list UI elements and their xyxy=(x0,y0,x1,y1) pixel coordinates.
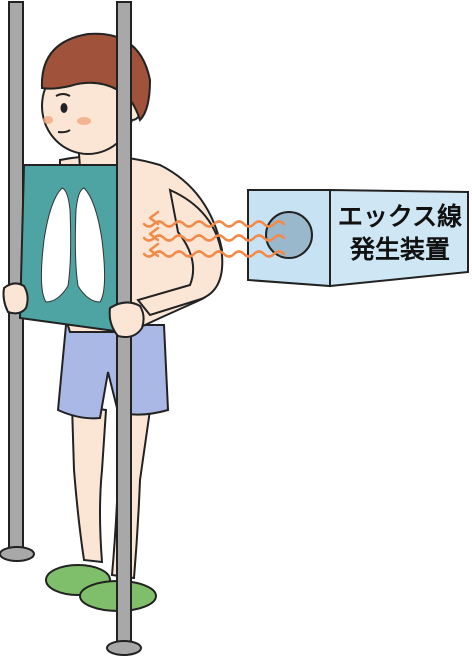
eyebrow xyxy=(55,93,71,97)
left-hand xyxy=(2,282,29,315)
xray-waves-icon xyxy=(142,210,286,258)
head xyxy=(40,32,152,155)
legs xyxy=(70,403,152,580)
cheek-front xyxy=(43,116,53,124)
cheek xyxy=(77,117,91,125)
mouth xyxy=(57,129,71,134)
xray-device-label: エックス線 発生装置 xyxy=(336,200,464,266)
xray-device-label-line1: エックス線 xyxy=(337,202,463,231)
right-hand xyxy=(108,301,145,338)
xray-device xyxy=(247,188,469,288)
lungs-icon xyxy=(40,187,106,303)
shorts xyxy=(56,324,170,420)
eye xyxy=(60,103,68,113)
xray-device-side xyxy=(329,188,469,288)
film-plate xyxy=(18,164,130,334)
xray-device-label-line2: 発生装置 xyxy=(349,235,450,264)
slippers xyxy=(45,564,157,612)
xray-lens-icon xyxy=(265,211,313,259)
